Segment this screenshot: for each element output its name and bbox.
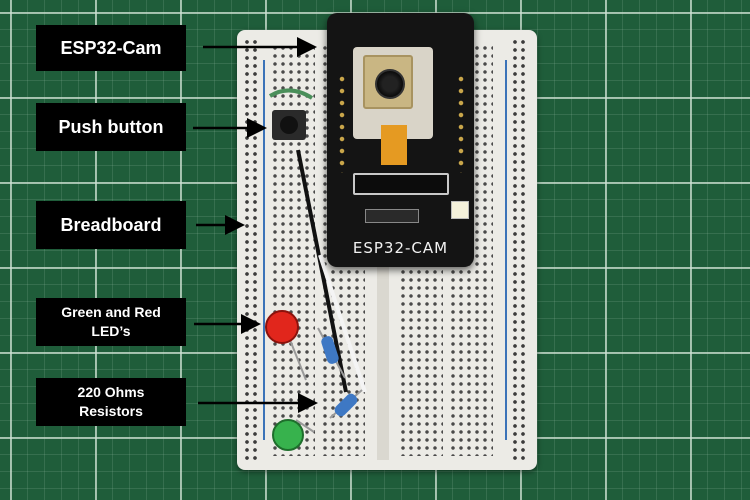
resistor-1	[321, 336, 339, 364]
camera-module	[363, 55, 413, 109]
camera-lens	[375, 69, 405, 99]
flash-led	[451, 201, 469, 219]
esp32-right-header-pins	[458, 73, 464, 173]
right-power-rail	[511, 38, 529, 462]
camera-ribbon-cable	[381, 125, 407, 165]
black-jumper-wire	[296, 149, 348, 393]
label-leds: Green and Red LED’s	[36, 298, 186, 346]
label-resistors: 220 Ohms Resistors	[36, 378, 186, 426]
resistor-2	[334, 393, 358, 417]
label-push-button: Push button	[36, 103, 186, 151]
push-button-green-lead	[268, 88, 314, 100]
label-breadboard: Breadboard	[36, 201, 186, 249]
left-rail-blue-line	[263, 60, 265, 440]
camera-connector	[353, 173, 449, 195]
red-led	[265, 310, 299, 344]
esp32-left-header-pins	[339, 73, 345, 173]
red-led-leg	[289, 339, 307, 381]
push-button-cap	[280, 116, 298, 134]
esp32-cam-board: ESP32-CAM	[327, 13, 474, 267]
green-led	[272, 419, 304, 451]
left-power-rail	[243, 38, 261, 462]
label-esp32-cam: ESP32-Cam	[36, 25, 186, 71]
esp32-chip	[365, 209, 419, 223]
board-print-text: ESP32-CAM	[352, 239, 449, 257]
white-jumper-wire	[318, 254, 367, 393]
green-led-leg	[295, 419, 315, 433]
right-rail-blue-line	[505, 60, 507, 440]
